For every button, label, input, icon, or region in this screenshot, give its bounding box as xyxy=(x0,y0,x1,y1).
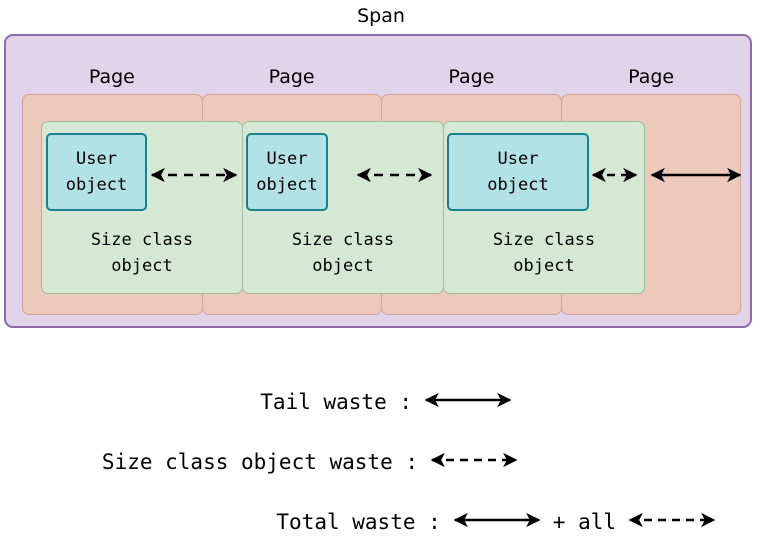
user-object-box: User object xyxy=(246,133,328,211)
user-object-box: User object xyxy=(46,133,147,211)
user-object-label: User object xyxy=(65,149,128,195)
span-title: Span xyxy=(357,5,405,27)
legend-solid-double-arrow-icon xyxy=(445,507,549,537)
size-class-object-box: User object Size class object xyxy=(242,121,444,294)
size-class-object-label: Size class object xyxy=(291,230,395,276)
legend-row-size-class-object-waste: Size class object waste : xyxy=(0,432,762,492)
size-class-object-label: Size class object xyxy=(90,230,194,276)
legend-dashed-double-arrow-icon xyxy=(422,447,526,477)
user-object-box: User object xyxy=(447,133,589,211)
page-label: Page xyxy=(448,66,495,88)
legend-row-tail-waste: Tail waste : xyxy=(0,372,762,432)
legend-row-total-waste: Total waste : + all xyxy=(0,492,762,552)
legend-dashed-double-arrow-icon xyxy=(620,507,724,537)
legend-label-tail-waste: Tail waste : xyxy=(260,390,412,414)
user-object-label: User object xyxy=(487,149,549,195)
legend-joiner-total-waste: + all xyxy=(552,510,616,534)
page-label: Page xyxy=(628,66,675,88)
user-object-label: User object xyxy=(256,149,318,195)
page-label: Page xyxy=(88,66,135,88)
size-class-object-box: User object Size class object xyxy=(443,121,645,294)
page-label-row: Page Page Page Page xyxy=(22,62,741,92)
legend-solid-double-arrow-icon xyxy=(416,387,520,417)
legend-label-size-class-object-waste: Size class object waste : xyxy=(101,450,418,474)
size-class-object-label: Size class object xyxy=(492,230,596,276)
legend-label-total-waste: Total waste : xyxy=(276,510,441,534)
size-class-object-row: User object Size class object User objec… xyxy=(41,121,645,294)
page-label: Page xyxy=(268,66,315,88)
size-class-object-box: User object Size class object xyxy=(41,121,243,294)
legend: Tail waste : Size class object waste : T… xyxy=(0,372,762,552)
